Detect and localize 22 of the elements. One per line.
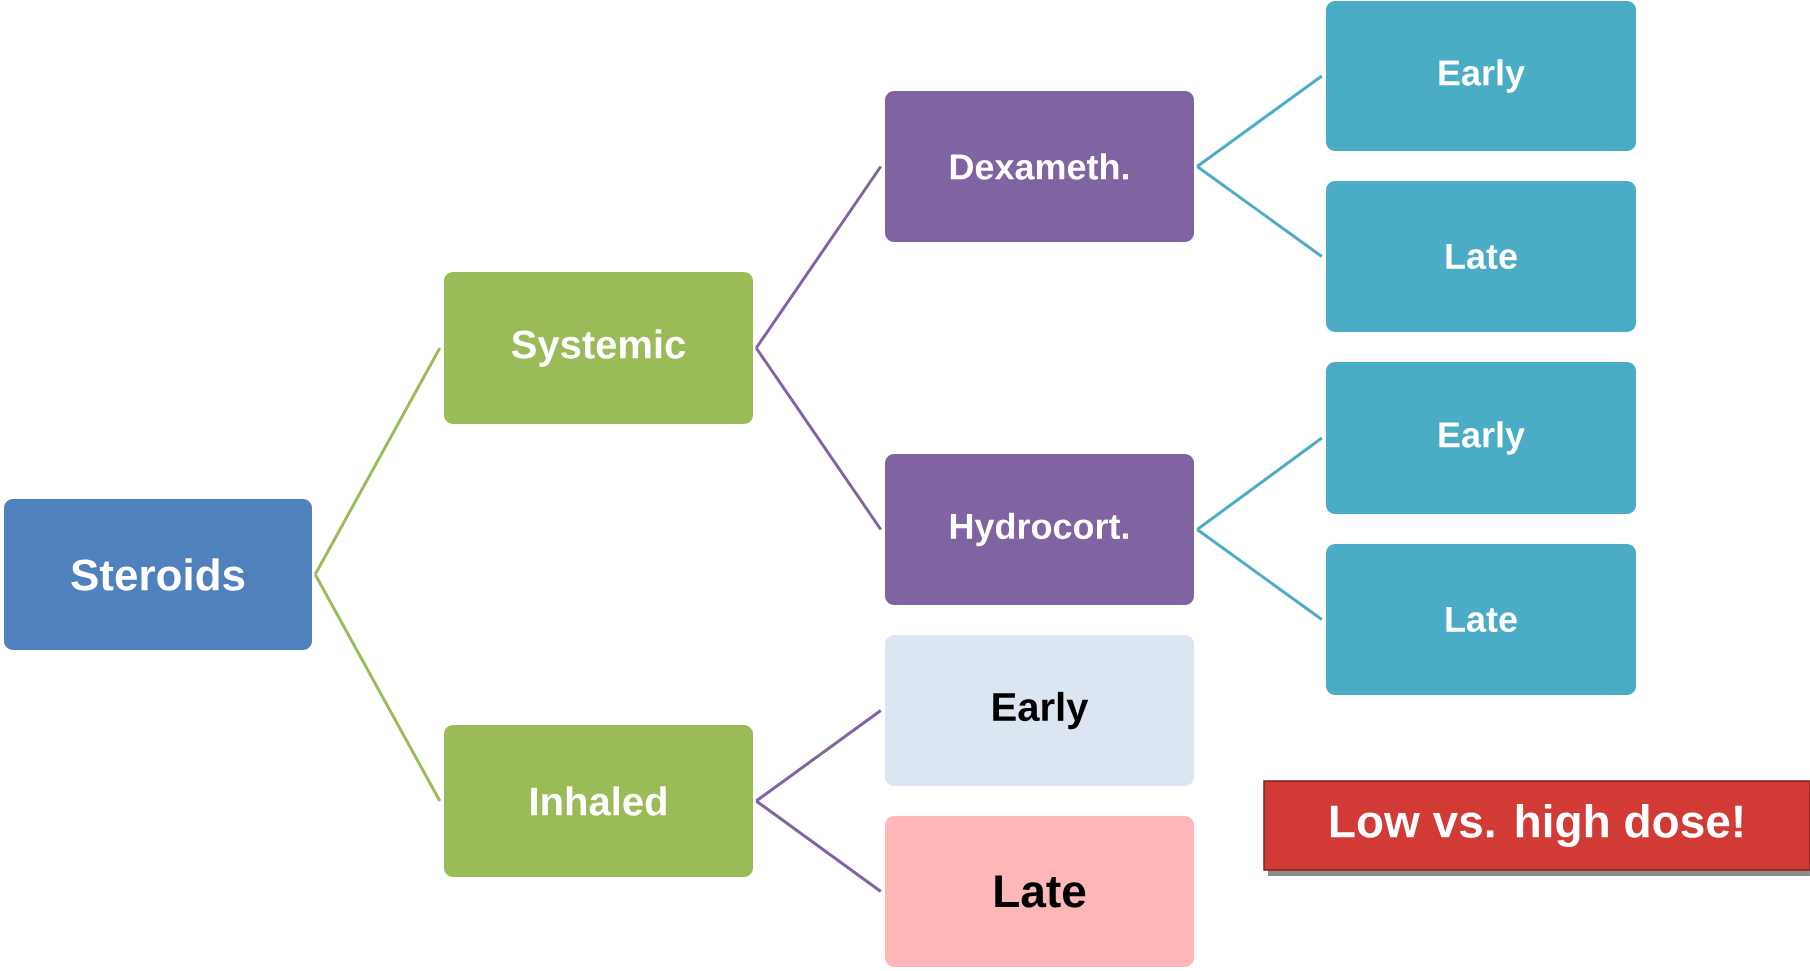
timing-box: Late	[1326, 181, 1636, 332]
category-box: Steroids	[4, 499, 312, 650]
category-box: Inhaled	[444, 725, 753, 877]
connector-line	[313, 347, 442, 576]
timing-box: Early	[1326, 1, 1636, 151]
drug-box: Dexameth.	[885, 91, 1194, 242]
timing-box: Early	[1326, 362, 1636, 514]
warning-banner: Low vs. high dose!	[1263, 780, 1810, 876]
connector-line	[313, 573, 442, 802]
connector-line	[1196, 74, 1323, 168]
category-box: Systemic	[444, 272, 753, 424]
connector-line	[755, 709, 882, 803]
timing-box: Late	[1326, 544, 1636, 695]
timing-box: Late	[885, 816, 1194, 967]
connector-line	[754, 165, 883, 349]
drug-box: Hydrocort.	[885, 454, 1194, 605]
connector-line	[1196, 436, 1323, 531]
connector-line	[1196, 165, 1323, 258]
connector-line	[755, 799, 882, 893]
timing-box: Early	[885, 635, 1194, 786]
connector-line	[1196, 528, 1323, 621]
connector-line	[754, 347, 883, 531]
